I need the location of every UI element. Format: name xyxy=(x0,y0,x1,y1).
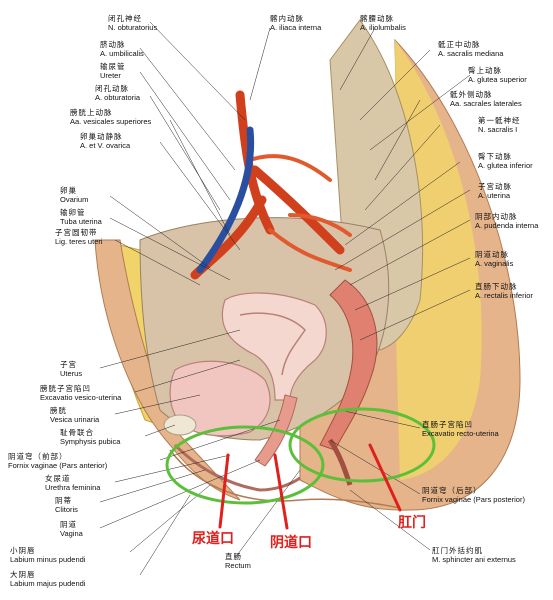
green-ellipse-front xyxy=(165,425,325,505)
bladder xyxy=(169,360,271,437)
annotation-vaginal-orifice: 阴道口 xyxy=(270,535,312,551)
label-anterior-fornix: 阴道穹（前部）Fornix vaginae (Pars anterior) xyxy=(8,452,108,470)
pubic-symphysis xyxy=(163,414,197,436)
perineum-skin xyxy=(169,449,401,509)
label-posterior-fornix: 阴道穹（后部）Fornix vaginae (Pars posterior) xyxy=(422,486,525,504)
uterus xyxy=(221,292,327,401)
red-arrows xyxy=(218,443,402,530)
artery-branches xyxy=(248,154,352,272)
rectum xyxy=(319,279,378,451)
posterior-fat-layer xyxy=(395,40,482,480)
green-ellipse-back xyxy=(288,407,436,483)
annotation-anus: 肛门 xyxy=(398,515,426,531)
iliac-vein xyxy=(196,126,255,274)
annotation-urethral-orifice: 尿道口 xyxy=(192,531,234,547)
leader-lines xyxy=(99,21,471,576)
uterine-cavity xyxy=(239,312,306,376)
